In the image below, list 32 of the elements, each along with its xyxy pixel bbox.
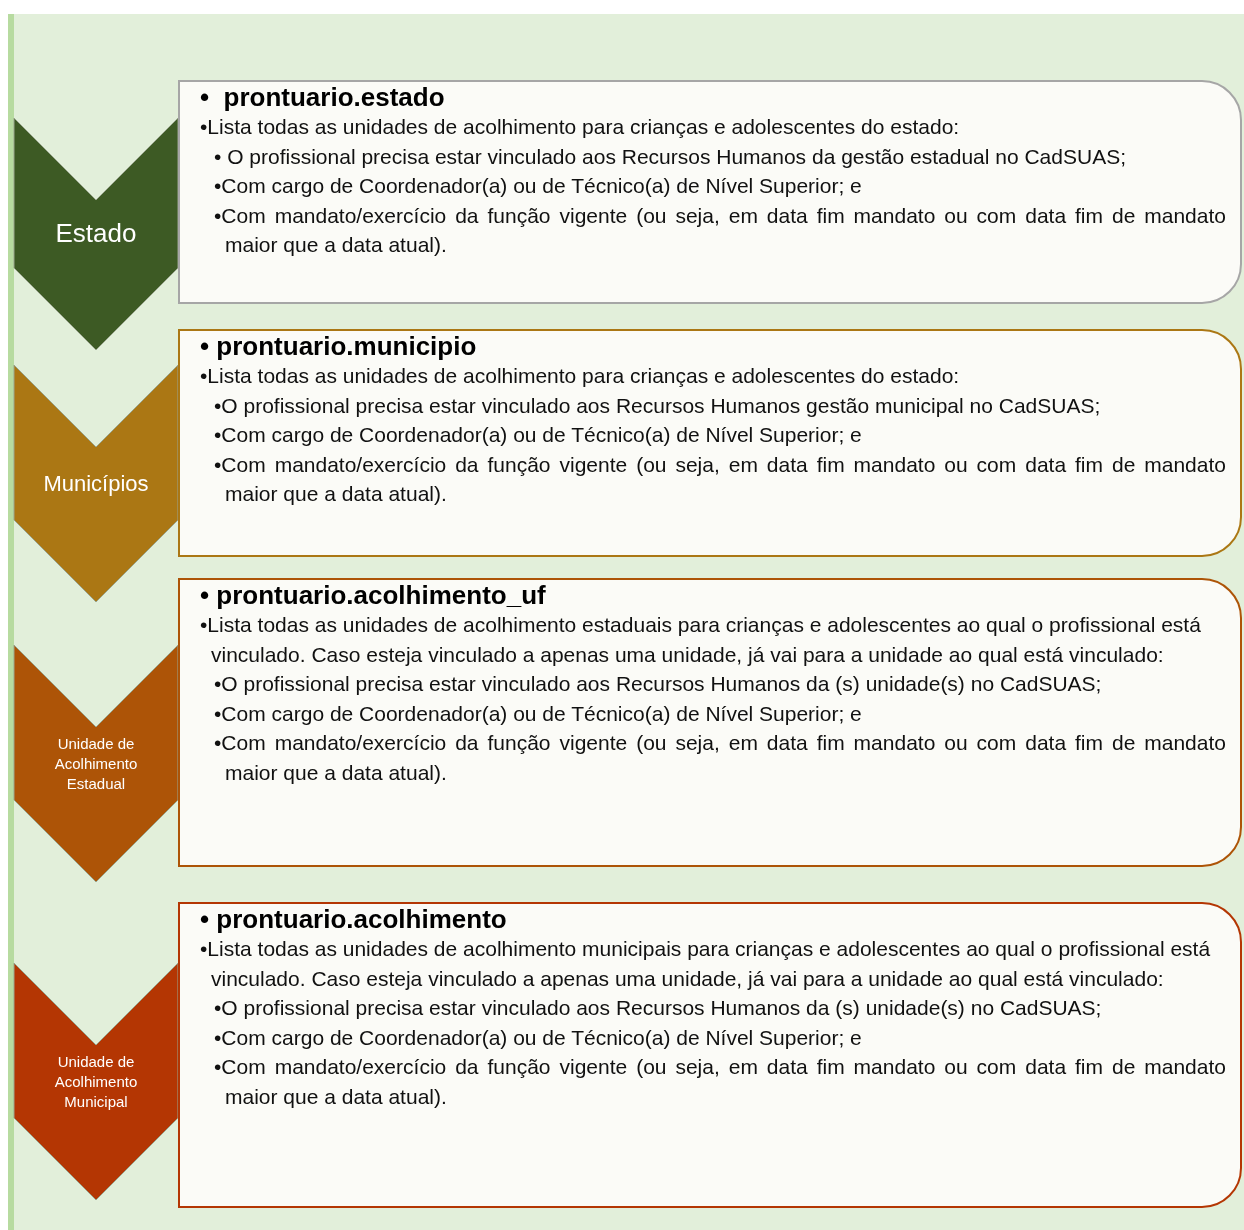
box-heading: • prontuario.municipio	[200, 331, 478, 361]
chevron-shape	[14, 963, 178, 1200]
box-heading: • prontuario.acolhimento_uf	[200, 580, 547, 610]
bullet-text: •Com mandato/exercício da função vigente (ou seja, em data fim mandato ou com data fim de mandato maior que a data atual).	[214, 202, 1226, 258]
bullet-text: •O profissional precisa estar vinculado aos Recursos Humanos da (s) unidade(s) no CadSUAS;	[214, 671, 1103, 697]
content-box	[178, 80, 1242, 304]
bullet-text: •O profissional precisa estar vinculado aos Recursos Humanos gestão municipal no CadSUAS;	[214, 392, 1102, 419]
bullet-text: •Com mandato/exercício da função vigente (ou seja, em data fim mandato ou com data fim de mandato maior que a data atual).	[214, 1054, 1226, 1110]
bullet-text: •Com mandato/exercício da função vigente (ou seja, em data fim mandato ou com data fim de mandato maior que a data atual).	[214, 730, 1226, 786]
bullet-text: •Com cargo de Coordenador(a) ou de Técnico(a) de Nível Superior; e	[214, 700, 863, 727]
bullet-text: •Lista todas as unidades de acolhimento para crianças e adolescentes do estado:	[200, 363, 961, 389]
chevron-shape	[14, 118, 178, 350]
bullet-text: •Lista todas as unidades de acolhimento para crianças e adolescentes do estado:	[200, 114, 961, 140]
chevron-label: Unidade de Acolhimento Estadual	[53, 733, 139, 794]
bullet-text: •Com mandato/exercício da função vigente (ou seja, em data fim mandato ou com data fim de mandato maior que a data atual).	[214, 451, 1226, 507]
box-heading: • prontuario.acolhimento	[200, 904, 508, 934]
chevron-label: Estado	[54, 217, 138, 251]
bullet-text: •Lista todas as unidades de acolhimento estaduais para crianças e adolescentes ao qual o profissional está vinculado. Caso esteja vinculado a apenas uma unidade, já vai para a unidade ao qual está vinculado:	[200, 612, 1202, 668]
bullet-text: • O profissional precisa estar vinculado aos Recursos Humanos da gestão estadual no CadSUAS;	[214, 143, 1127, 170]
bullet-text: •Com cargo de Coordenador(a) ou de Técnico(a) de Nível Superior; e	[214, 173, 863, 199]
bullet-text: •Lista todas as unidades de acolhimento municipais para crianças e adolescentes ao qual o profissional está vinculado. Caso esteja vinculado a apenas uma unidade, já vai para a unidade ao qual está vinculado:	[200, 936, 1212, 992]
box-heading: • prontuario.estado	[200, 82, 446, 112]
bullet-text: •O profissional precisa estar vinculado aos Recursos Humanos da (s) unidade(s) no CadSUAS;	[214, 995, 1103, 1021]
chevron-label: Unidade de Acolhimento Municipal	[53, 1051, 139, 1112]
bullet-text: •Com cargo de Coordenador(a) ou de Técnico(a) de Nível Superior; e	[214, 422, 863, 448]
bullet-text: •Com cargo de Coordenador(a) ou de Técnico(a) de Nível Superior; e	[214, 1024, 863, 1051]
content-box	[178, 902, 1242, 1208]
chevron-shape	[14, 645, 178, 882]
content-box	[178, 578, 1242, 867]
content-box	[178, 329, 1242, 557]
chevron-shape	[14, 365, 178, 602]
chevron-label: Municípios	[42, 469, 150, 498]
